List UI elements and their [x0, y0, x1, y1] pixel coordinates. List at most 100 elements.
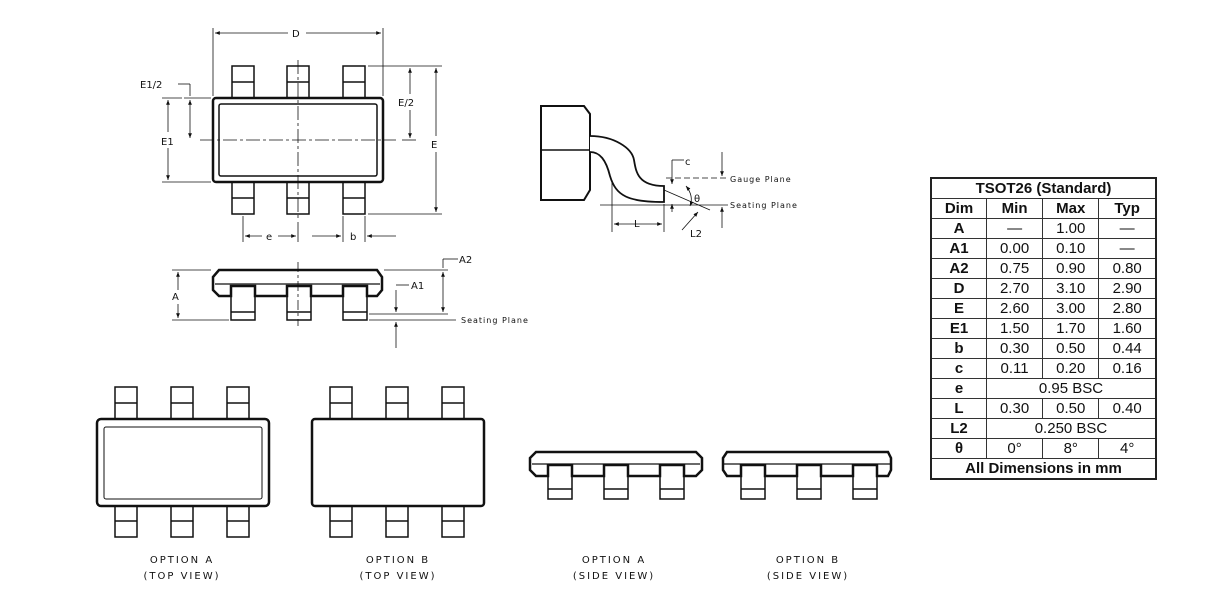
svg-text:(SIDE VIEW): (SIDE VIEW) — [767, 571, 849, 582]
cell-typ: — — [1098, 238, 1157, 259]
cell-min: 0.30 — [985, 398, 1044, 419]
top-leads — [231, 65, 366, 99]
label-c: c — [685, 157, 691, 168]
label-E-half: E/2 — [398, 98, 414, 109]
header-max: Max — [1042, 198, 1100, 219]
cell-dim: e — [930, 378, 987, 399]
cell-min: 0.11 — [985, 358, 1044, 379]
cell-max: 1.70 — [1042, 318, 1100, 339]
svg-text:OPTION B: OPTION B — [776, 555, 840, 566]
cell-bsc: 0.250 BSC — [985, 418, 1157, 439]
option-a-side-view — [528, 450, 704, 500]
lead-detail-view — [540, 105, 665, 203]
cell-dim: c — [930, 358, 987, 379]
cell-typ: 0.16 — [1098, 358, 1157, 379]
lead-detail-dimensions — [600, 152, 728, 232]
label-L: L — [634, 219, 640, 230]
bottom-leads — [231, 181, 366, 215]
option-a-top-caption: OPTION A (TOP VIEW) — [144, 555, 221, 582]
cell-typ: 2.80 — [1098, 298, 1157, 319]
cell-min: 0.30 — [985, 338, 1044, 359]
label-E1: E1 — [161, 137, 174, 148]
cell-typ: 0.44 — [1098, 338, 1157, 359]
cell-min: — — [985, 218, 1044, 239]
top-view-dimensioned — [200, 60, 396, 220]
header-min: Min — [985, 198, 1044, 219]
label-A1: A1 — [411, 281, 424, 292]
cell-max: 0.50 — [1042, 398, 1100, 419]
cell-max: 3.00 — [1042, 298, 1100, 319]
front-side-view — [211, 262, 384, 326]
option-b-top-caption: OPTION B (TOP VIEW) — [360, 555, 437, 582]
cell-dim: θ — [930, 438, 987, 459]
cell-max: 0.20 — [1042, 358, 1100, 379]
label-e: e — [266, 232, 272, 243]
cell-dim: A1 — [930, 238, 987, 259]
cell-dim: L — [930, 398, 987, 419]
cell-dim: A — [930, 218, 987, 239]
cell-min: 2.60 — [985, 298, 1044, 319]
label-seating-plane-side: Seating Plane — [730, 201, 798, 210]
cell-dim: A2 — [930, 258, 987, 279]
table-title: TSOT26 (Standard) — [930, 177, 1157, 199]
cell-typ: 2.90 — [1098, 278, 1157, 299]
option-b-top-view — [310, 386, 486, 538]
svg-text:(TOP VIEW): (TOP VIEW) — [360, 571, 437, 582]
table-footer: All Dimensions in mm — [930, 458, 1157, 480]
cell-dim: E1 — [930, 318, 987, 339]
svg-text:OPTION A: OPTION A — [150, 555, 214, 566]
cell-dim: b — [930, 338, 987, 359]
cell-dim: L2 — [930, 418, 987, 439]
cell-max: 0.90 — [1042, 258, 1100, 279]
label-seating-plane-front: Seating Plane — [461, 316, 529, 325]
label-A: A — [172, 292, 179, 303]
cell-max: 8° — [1042, 438, 1100, 459]
label-E: E — [431, 140, 437, 151]
cell-min: 0.00 — [985, 238, 1044, 259]
option-a-top-view — [95, 386, 271, 538]
dimension-table: TSOT26 (Standard) Dim Min Max Typ A—1.00… — [930, 177, 1157, 480]
svg-text:OPTION A: OPTION A — [582, 555, 646, 566]
option-b-side-caption: OPTION B (SIDE VIEW) — [767, 555, 849, 582]
cell-max: 0.50 — [1042, 338, 1100, 359]
header-typ: Typ — [1098, 198, 1157, 219]
cell-min: 2.70 — [985, 278, 1044, 299]
top-view-dimensions — [162, 28, 442, 242]
label-A2: A2 — [459, 255, 472, 266]
cell-dim: E — [930, 298, 987, 319]
table-header-row: Dim Min Max Typ — [930, 198, 1157, 219]
header-dim: Dim — [930, 198, 987, 219]
label-E1-half: E1/2 — [140, 80, 162, 91]
cell-dim: D — [930, 278, 987, 299]
cell-max: 0.10 — [1042, 238, 1100, 259]
option-a-side-caption: OPTION A (SIDE VIEW) — [573, 555, 653, 582]
cell-min: 0.75 — [985, 258, 1044, 279]
front-side-dimensions — [172, 258, 458, 348]
svg-text:(TOP VIEW): (TOP VIEW) — [144, 571, 221, 582]
label-gauge-plane: Gauge Plane — [730, 175, 792, 184]
label-b: b — [350, 232, 356, 243]
label-theta: θ — [694, 194, 700, 205]
cell-typ: 0.80 — [1098, 258, 1157, 279]
table-row: A—1.00— — [930, 218, 1157, 239]
cell-typ: 0.40 — [1098, 398, 1157, 419]
label-L2: L2 — [690, 229, 702, 240]
cell-min: 0° — [985, 438, 1044, 459]
cell-bsc: 0.95 BSC — [985, 378, 1157, 399]
svg-text:OPTION B: OPTION B — [366, 555, 430, 566]
cell-typ: — — [1098, 218, 1157, 239]
cell-max: 3.10 — [1042, 278, 1100, 299]
